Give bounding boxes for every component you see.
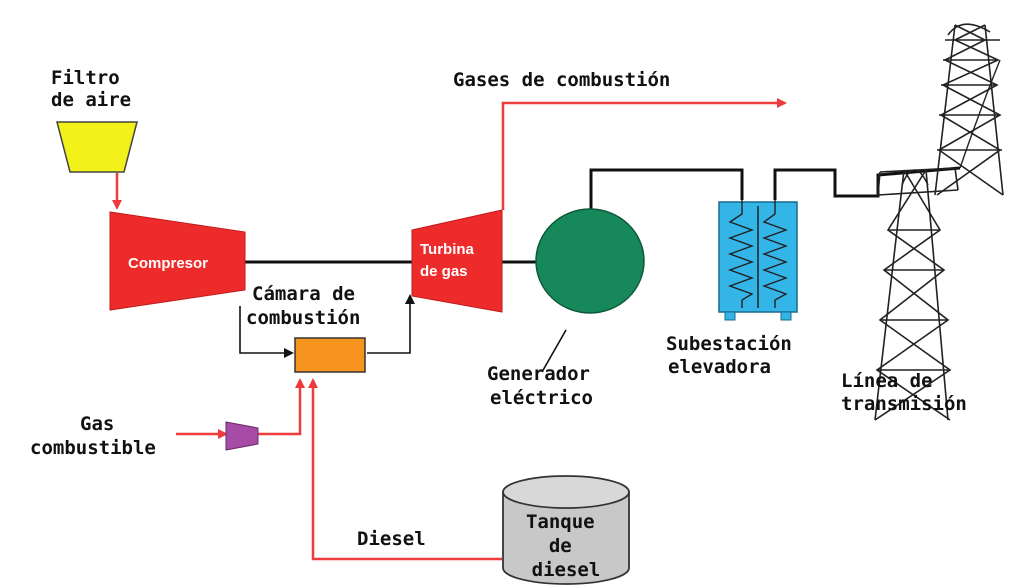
substation-label: Subestación elevadora	[666, 333, 803, 378]
shaft-lines	[239, 166, 961, 373]
generator-shape	[535, 208, 645, 314]
gas-turbine-label: Turbina de gas	[420, 241, 478, 280]
diesel-flow-line	[308, 378, 502, 561]
generator-to-substation-line	[589, 168, 744, 210]
transmission-conductor	[959, 59, 1001, 169]
generator-label: Generador eléctrico	[487, 363, 601, 409]
exhaust-flow-line	[501, 98, 787, 210]
transmission-tower-far	[934, 23, 1004, 196]
combustion-gases-label: Gases de combustión	[453, 69, 670, 91]
air-filter-shape	[56, 121, 138, 173]
generator-leader-line	[541, 329, 567, 373]
compressor-label: Compresor	[128, 255, 208, 272]
transmission-line-label: Línea de transmisión	[841, 370, 967, 415]
substation-transformer	[718, 200, 798, 321]
chamber-to-turbine-line	[367, 294, 415, 354]
transmission-tower-near	[874, 167, 959, 421]
gas-turbine-shape	[411, 209, 503, 313]
combustion-chamber-shape	[294, 337, 366, 373]
diesel-tank	[502, 475, 630, 585]
diesel-label: Diesel	[357, 528, 426, 550]
compressor-shape	[109, 211, 246, 311]
diesel-tank-label: Tanque de diesel	[526, 511, 606, 581]
flow-lines	[112, 98, 787, 561]
fuel-gas-label: Gas combustible	[30, 413, 156, 459]
air-filter-label: Filtro de aire	[51, 67, 131, 111]
substation-to-line-wire	[773, 166, 961, 200]
combustion-chamber-label: Cámara de combustión	[246, 283, 366, 329]
compressor-to-chamber-line	[239, 306, 294, 358]
fuel-gas-to-chamber-line	[258, 378, 305, 436]
fuel-regulator-shape	[225, 421, 259, 451]
